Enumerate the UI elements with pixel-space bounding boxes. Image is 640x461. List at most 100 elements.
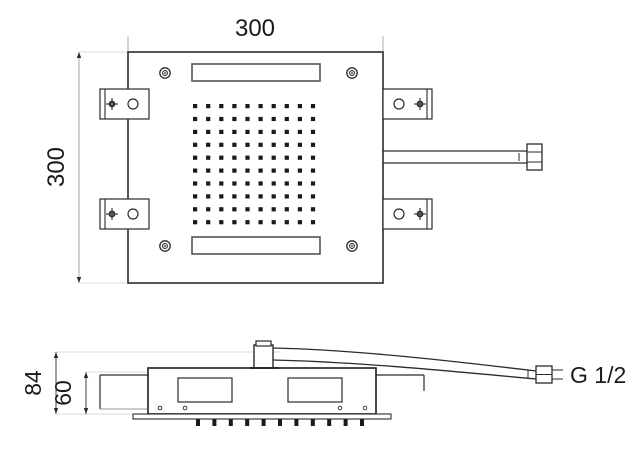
nozzle <box>271 116 276 122</box>
nozzle-teeth-group <box>196 419 364 426</box>
nozzle-tooth <box>343 419 348 426</box>
nozzle <box>219 181 224 186</box>
nozzle <box>284 207 289 212</box>
dimension-width-300: 300 <box>127 15 384 52</box>
nozzle-tooth <box>327 419 332 426</box>
nozzle <box>271 129 276 134</box>
nozzle <box>271 194 276 199</box>
nozzle <box>258 104 263 109</box>
nozzle <box>258 142 263 147</box>
nozzle <box>206 104 211 109</box>
nozzle <box>258 155 263 160</box>
nozzle <box>271 181 276 186</box>
body-hole <box>182 405 188 411</box>
face-plate-bottom <box>132 413 392 420</box>
body-inner-panel-right <box>287 377 343 403</box>
nozzle <box>219 104 224 109</box>
bracket-left-bottom <box>99 198 150 230</box>
nozzle <box>206 168 211 173</box>
hose-end-fitting <box>535 365 563 384</box>
nozzle <box>271 155 276 160</box>
bracket-right-top <box>382 88 433 120</box>
nozzle <box>284 155 289 160</box>
nozzle-tooth <box>245 419 250 426</box>
nozzle <box>206 142 211 147</box>
nozzle-tooth <box>228 419 233 426</box>
nozzle-tooth <box>310 419 315 426</box>
screw-top-left <box>159 67 171 79</box>
nozzle <box>310 129 316 134</box>
nozzle <box>206 116 211 122</box>
nozzle <box>245 194 250 199</box>
nozzle <box>245 155 250 160</box>
nozzle <box>193 104 198 109</box>
nozzle <box>310 116 316 122</box>
nozzle <box>271 104 276 109</box>
nozzle <box>284 194 289 199</box>
nozzle <box>297 168 302 173</box>
nozzle <box>297 181 302 186</box>
nozzle <box>258 194 263 199</box>
nozzle <box>297 129 302 134</box>
nozzle <box>232 207 237 212</box>
screw-top-right <box>346 67 358 79</box>
nozzle <box>232 155 237 160</box>
nozzle-tooth <box>212 419 217 426</box>
nozzle <box>232 129 237 134</box>
nozzle <box>297 207 302 212</box>
nozzle <box>284 181 289 186</box>
nozzle <box>219 129 224 134</box>
flange-right-outline <box>376 374 425 391</box>
nozzle <box>258 116 263 122</box>
dimension-label-width: 300 <box>235 15 275 42</box>
led-bar-bottom <box>191 236 321 255</box>
bracket-hole <box>127 208 139 220</box>
nozzle <box>193 168 198 173</box>
dimension-body-height-60: 60 <box>50 371 150 414</box>
body-inner-panel-left <box>177 377 233 403</box>
nozzle-tooth <box>196 419 200 426</box>
nozzle <box>219 168 224 173</box>
nozzle <box>206 220 211 225</box>
nozzle <box>284 142 289 147</box>
supply-pipe-plan <box>383 143 543 171</box>
nozzle <box>193 220 198 225</box>
bracket-right-bottom <box>382 198 433 230</box>
nozzle <box>310 142 316 147</box>
nozzle <box>258 181 263 186</box>
nozzle <box>219 220 224 225</box>
nozzle <box>284 104 289 109</box>
dimension-label-overall-height: 84 <box>20 370 46 396</box>
nozzle <box>245 142 250 147</box>
nozzle <box>258 220 263 225</box>
body-hole <box>362 405 368 411</box>
elevation-view-group: 84 60 <box>20 340 626 426</box>
nozzle <box>206 155 211 160</box>
nozzle <box>297 142 302 147</box>
nozzle <box>193 142 198 147</box>
nozzle-tooth <box>278 419 282 426</box>
dimension-overall-height-84: 84 <box>20 351 280 415</box>
nozzle <box>206 181 211 186</box>
nozzle <box>193 207 198 212</box>
dimension-height-300: 300 <box>43 51 128 284</box>
nozzle <box>271 168 276 173</box>
nozzle <box>245 116 250 122</box>
nozzle-tooth <box>360 419 364 426</box>
nozzle <box>193 155 198 160</box>
nozzle <box>245 104 250 109</box>
nozzle <box>206 207 211 212</box>
elbow-connector <box>250 340 279 369</box>
nozzle <box>284 168 289 173</box>
dimension-label-body-height: 60 <box>50 380 76 406</box>
nozzle <box>245 207 250 212</box>
nozzle <box>310 194 316 199</box>
flange-left-outline <box>99 374 148 409</box>
nozzle-grid <box>193 104 316 225</box>
nozzle <box>297 155 302 160</box>
nozzle <box>258 207 263 212</box>
nozzle <box>232 104 237 109</box>
nozzle <box>258 168 263 173</box>
